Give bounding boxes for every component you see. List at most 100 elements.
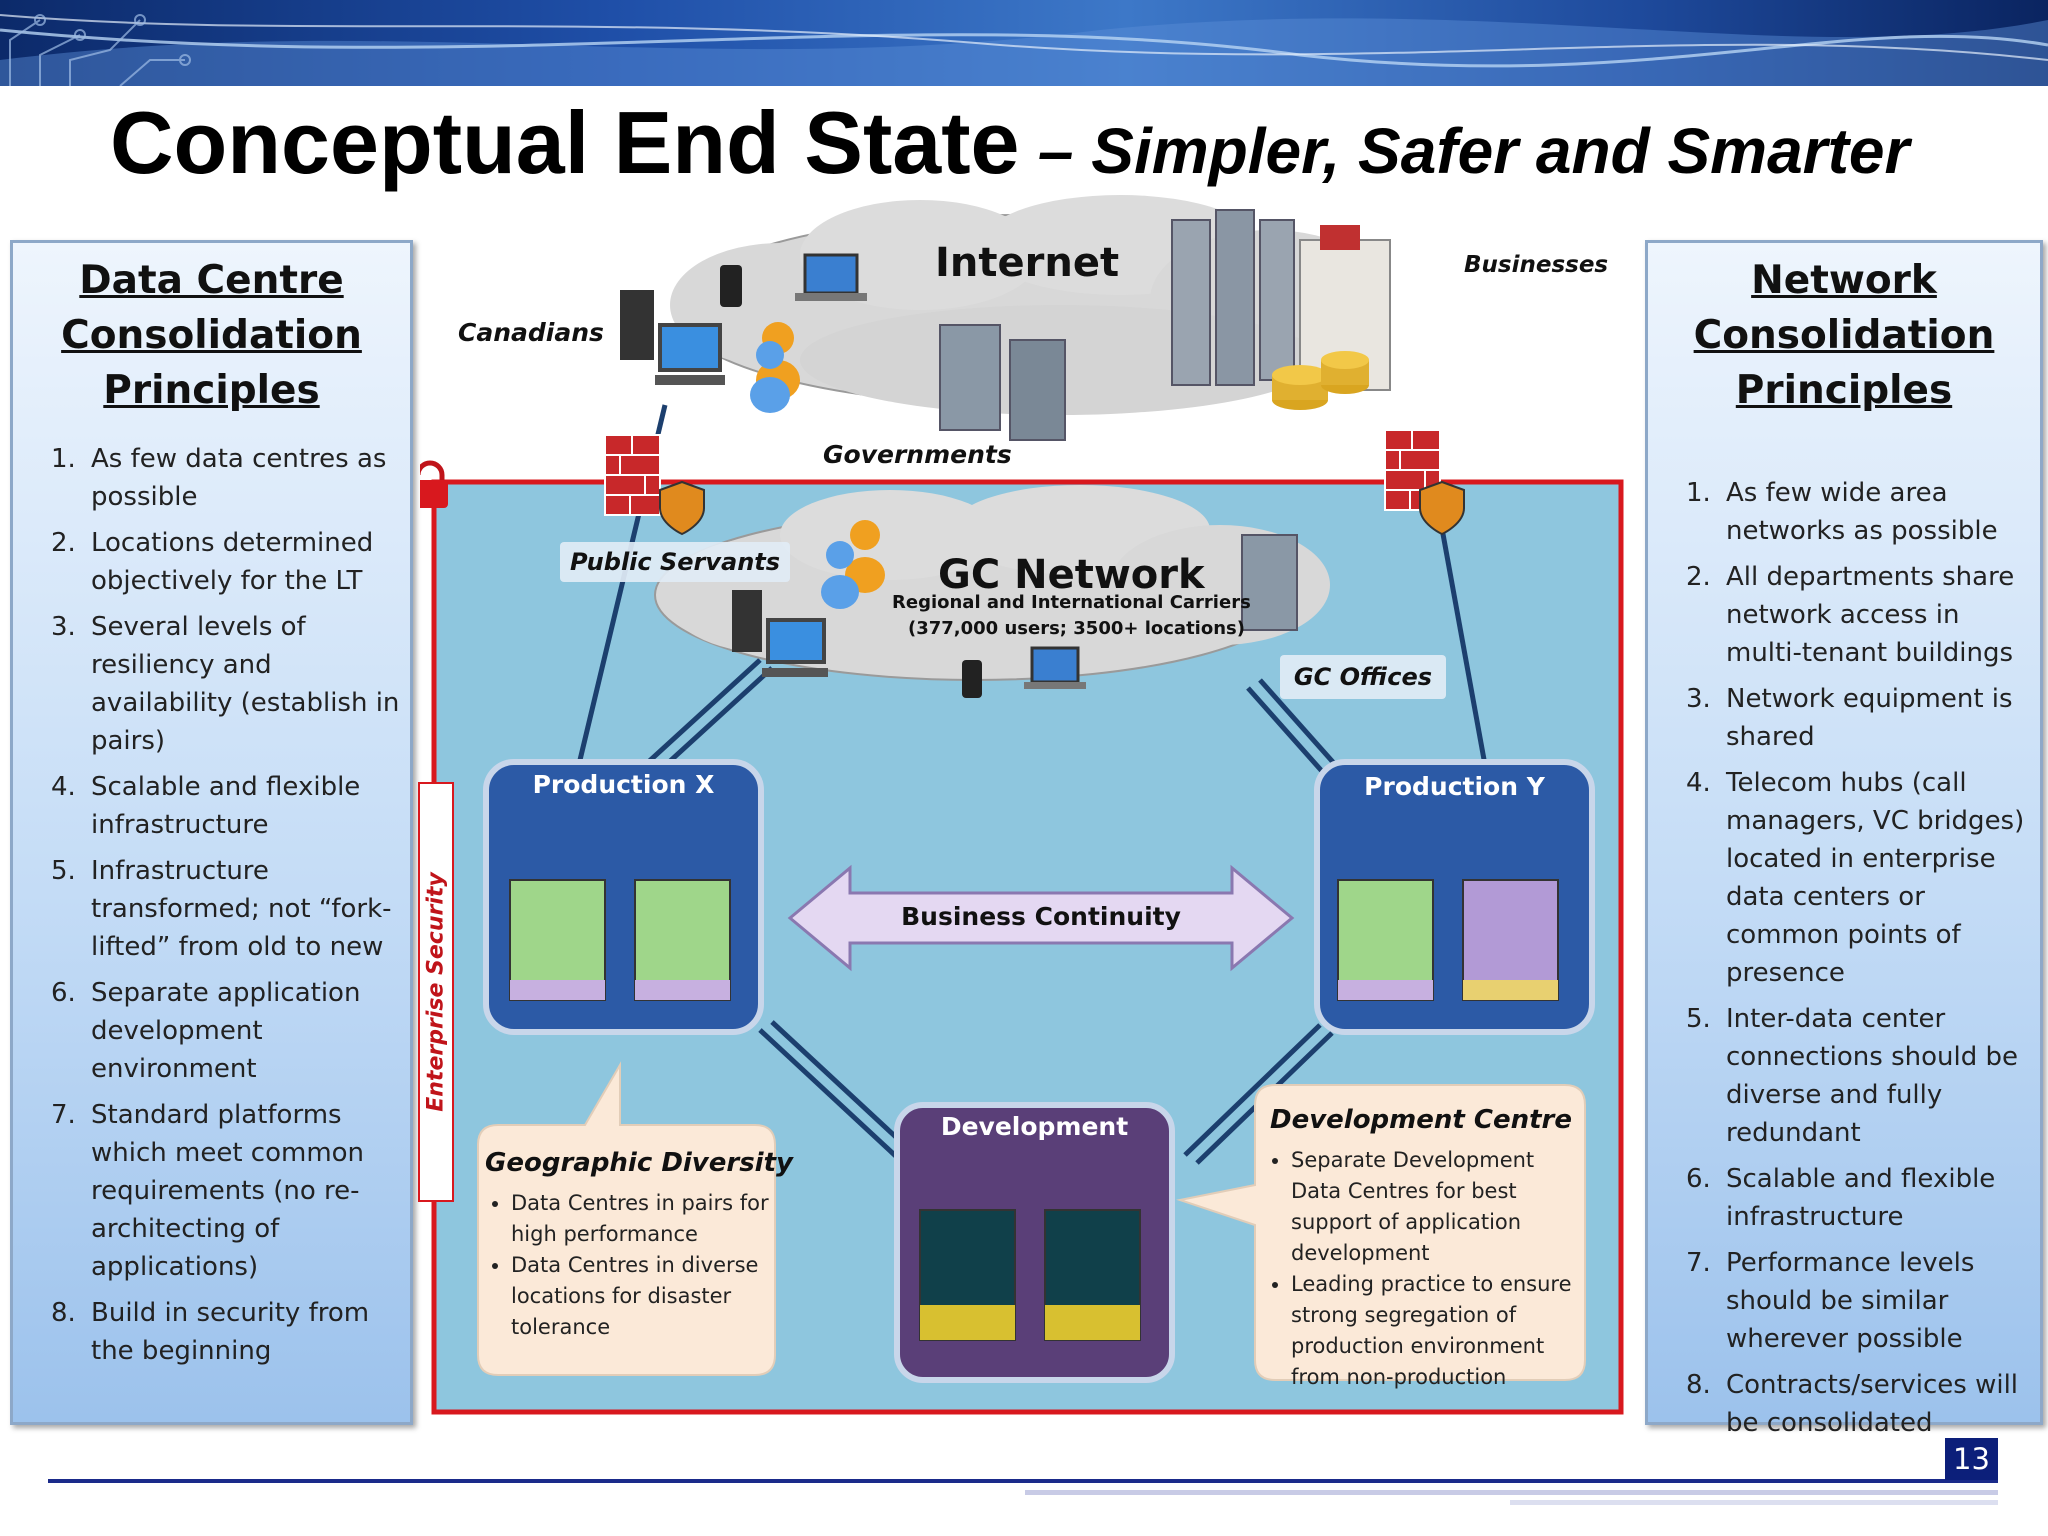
item-text: Inter-data center connections should be …	[1726, 1004, 2018, 1148]
geographic-diversity-callout: Geographic Diversity Data Centres in pai…	[485, 1148, 793, 1343]
footer-divider	[1025, 1490, 1998, 1495]
government-buildings-icon	[939, 324, 1066, 441]
list-item: 8. Contracts/services will be consolidate…	[1648, 1366, 2030, 1442]
list-item: 7. Standard platforms which meet common r…	[13, 1096, 400, 1286]
item-number: 7.	[51, 1100, 76, 1130]
item-text: Scalable and flexible infrastructure	[91, 772, 361, 840]
item-number: 1.	[51, 444, 76, 474]
list-item: 2. Locations determined objectively for t…	[13, 524, 400, 600]
principles-list: 1.As few wide area networks as possible …	[1648, 474, 2040, 1442]
item-number: 7.	[1686, 1248, 1711, 1278]
item-number: 6.	[1686, 1164, 1711, 1194]
geographic-diversity-callout-shape	[477, 1061, 776, 1376]
item-number: 4.	[1686, 768, 1711, 798]
item-text: Network equipment is shared	[1726, 684, 2013, 752]
production-x-title: Production X	[532, 770, 715, 799]
gc-network-users: (377,000 users; 3500+ locations)	[908, 618, 1245, 639]
page-number: 13	[1945, 1438, 1998, 1480]
smartphone-icon	[720, 265, 742, 307]
panel-heading: Data Centre Consolidation Principles	[61, 258, 362, 413]
footer-divider	[48, 1479, 1998, 1483]
title-main: Conceptual End State	[110, 93, 1020, 192]
header-banner	[0, 0, 2048, 86]
item-text: Build in security from the beginning	[91, 1298, 370, 1366]
list-item: 3. Network equipment is shared	[1648, 680, 2030, 756]
list-item: 5. Infrastructure transformed; not “fork-…	[13, 852, 400, 966]
enterprise-security-label: Enterprise Security	[423, 872, 449, 1112]
list-item: Leading practice to ensure strong segreg…	[1291, 1269, 1577, 1393]
item-text: Several levels of resiliency and availab…	[91, 612, 400, 756]
server-rack-icon	[1337, 879, 1559, 1001]
item-text: Contracts/services will be consolidated	[1726, 1370, 2019, 1438]
list-item: 4. Scalable and flexible infrastructure	[13, 768, 400, 844]
firewall-icon	[1384, 429, 1465, 536]
item-number: 3.	[1686, 684, 1711, 714]
desktop-computer-icon	[732, 590, 828, 677]
list-item: 2. All departments share network access i…	[1648, 558, 2030, 672]
list-item: 6. Scalable and flexible infrastructure	[1648, 1160, 2030, 1236]
list-item: 1.As few wide area networks as possible	[1648, 474, 2030, 550]
callout-title: Geographic Diversity	[485, 1148, 793, 1178]
item-text: Locations determined objectively for the…	[91, 528, 374, 596]
development-title: Development	[940, 1112, 1129, 1141]
item-text: Infrastructure transformed; not “fork-li…	[91, 856, 392, 962]
enterprise-security-tag: Enterprise Security	[418, 782, 454, 1202]
item-text: As few data centres as possible	[91, 444, 387, 512]
desktop-computer-icon	[620, 290, 725, 385]
title-subtitle: – Simpler, Safer and Smarter	[1037, 115, 1910, 187]
item-number: 2.	[51, 528, 76, 558]
server-rack-icon	[509, 879, 731, 1001]
lock-icon	[420, 460, 448, 508]
list-item: Data Centres in pairs for high performan…	[511, 1188, 770, 1250]
gc-network-carriers: Regional and International Carriers	[892, 592, 1251, 613]
users-icon	[821, 520, 885, 609]
network-links	[577, 404, 1488, 1165]
business-continuity-label: Business Continuity	[901, 902, 1181, 931]
coins-icon	[1272, 351, 1369, 410]
footer-divider	[1510, 1500, 1998, 1505]
development-centre-callout: Development Centre Separate Development …	[1265, 1105, 1577, 1393]
item-text: As few wide area networks as possible	[1726, 478, 1998, 546]
item-number: 2.	[1686, 562, 1711, 592]
principles-list: 1. As few data centres as possible 2. Loca…	[13, 440, 410, 1370]
firewall-icon	[604, 434, 705, 536]
list-item: 1. As few data centres as possible	[13, 440, 400, 516]
item-number: 4.	[51, 772, 76, 802]
item-number: 8.	[1686, 1370, 1711, 1400]
data-centre-principles-panel: Data Centre Consolidation Principles 1. A…	[10, 240, 413, 1425]
panel-heading: Network Consolidation Principles	[1693, 258, 1995, 413]
internet-label: Internet	[935, 240, 1120, 286]
list-item: 4. Telecom hubs (call managers, VC bridge…	[1648, 764, 2030, 992]
item-number: 6.	[51, 978, 76, 1008]
banner-wave-graphic	[0, 14, 2048, 86]
item-number: 5.	[1686, 1004, 1711, 1034]
item-text: Telecom hubs (call managers, VC bridges)…	[1726, 768, 2025, 988]
callout-title: Development Centre	[1269, 1105, 1572, 1135]
users-icon	[750, 322, 800, 413]
list-item: 5. Inter-data center connections should b…	[1648, 1000, 2030, 1152]
laptop-icon	[795, 253, 867, 301]
canadians-label: Canadians	[458, 318, 604, 347]
architecture-diagram: Internet Canadians Businesses Government…	[418, 190, 1640, 1435]
item-number: 5.	[51, 856, 76, 886]
smartphone-icon	[962, 660, 982, 698]
development-centre-callout-shape	[1176, 1084, 1586, 1381]
gc-network-title: GC Network	[938, 552, 1205, 598]
list-item: 3.Several levels of resiliency and avail…	[13, 608, 400, 760]
list-item: Separate Development Data Centres for be…	[1291, 1145, 1577, 1269]
item-text: All departments share network access in …	[1726, 562, 2015, 668]
slide-title: Conceptual End State – Simpler, Safer an…	[110, 92, 2010, 192]
network-principles-panel: Network Consolidation Principles 1.As fe…	[1645, 240, 2043, 1438]
item-text: Scalable and flexible infrastructure	[1726, 1164, 1996, 1232]
public-servants-label: Public Servants	[560, 542, 790, 582]
item-text: Performance levels should be similar whe…	[1726, 1248, 1975, 1354]
item-text: Standard platforms which meet common req…	[91, 1100, 365, 1282]
server-rack-icon	[919, 1209, 1141, 1341]
gc-offices-label: GC Offices	[1280, 655, 1446, 699]
diagram-graphics	[420, 195, 1624, 1415]
production-y-title: Production Y	[1364, 772, 1545, 801]
businesses-label: Businesses	[1464, 252, 1609, 278]
callout-list: Separate Development Data Centres for be…	[1265, 1145, 1577, 1393]
business-continuity-arrow	[787, 864, 1295, 972]
callout-list: Data Centres in pairs for high performan…	[485, 1188, 770, 1343]
